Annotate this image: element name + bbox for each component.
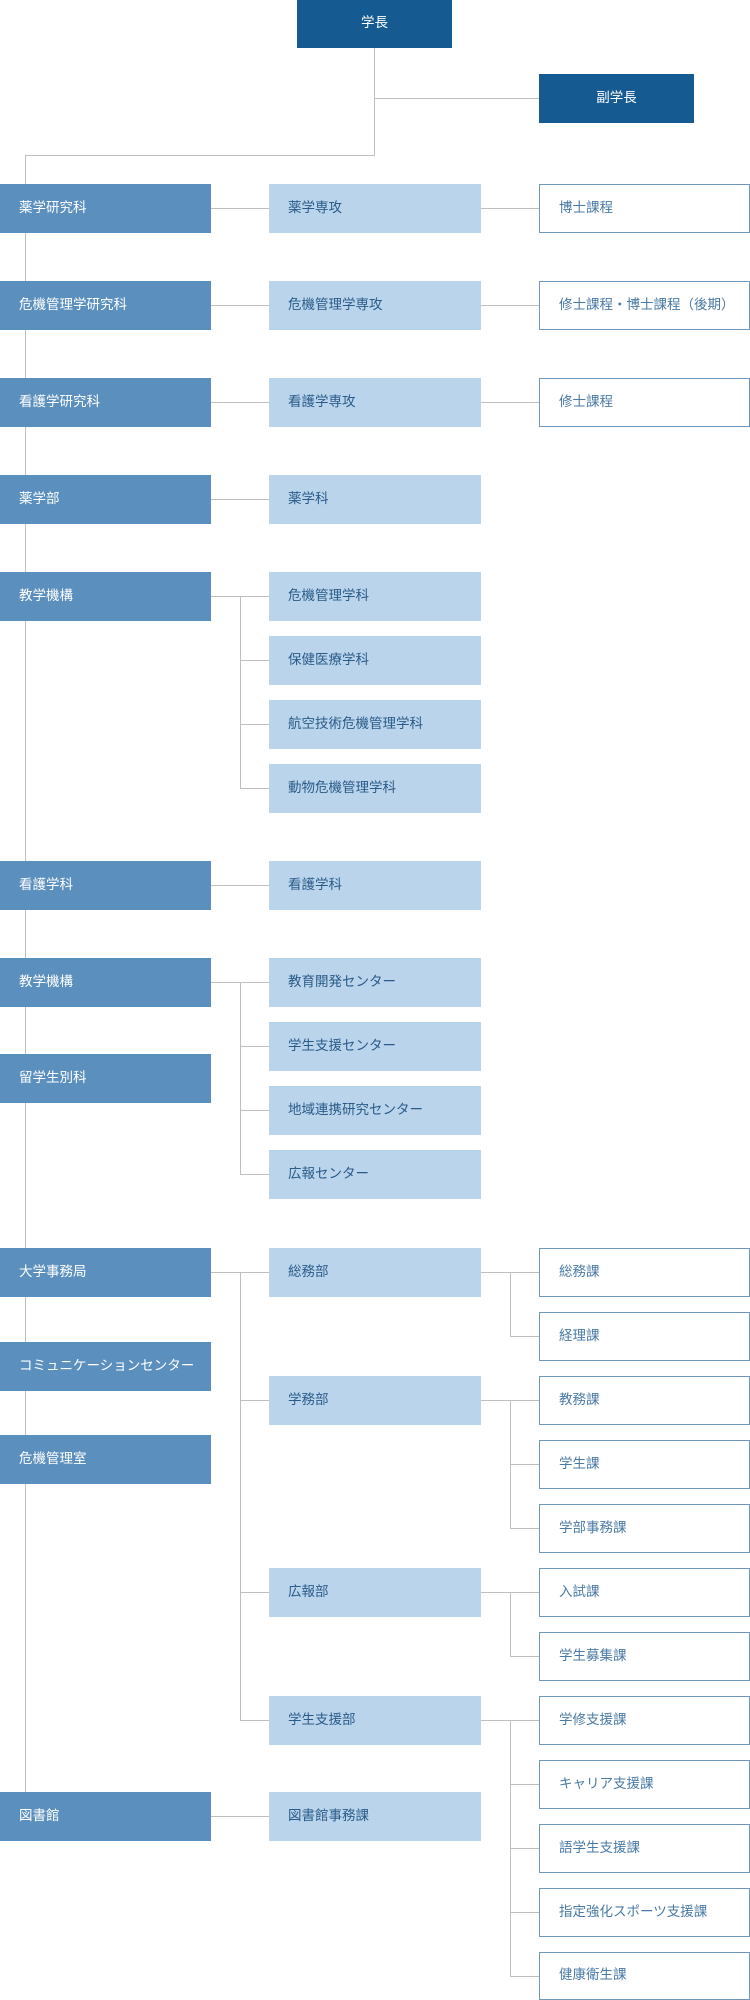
- connector-line: [510, 1912, 539, 1913]
- sub-unit[interactable]: 航空技術危機管理学科: [269, 700, 481, 749]
- connector-line: [240, 1720, 269, 1721]
- org-unit[interactable]: 危機管理室: [0, 1435, 211, 1484]
- sub-unit[interactable]: 看護学専攻: [269, 378, 481, 427]
- president-box[interactable]: 学長: [297, 0, 452, 48]
- section-box[interactable]: 指定強化スポーツ支援課: [539, 1888, 750, 1937]
- sub-unit[interactable]: 薬学科: [269, 475, 481, 524]
- connector-line: [211, 1816, 269, 1817]
- section-box[interactable]: 経理課: [539, 1312, 750, 1361]
- org-unit[interactable]: 教学機構: [0, 958, 211, 1007]
- connector-line: [510, 1592, 511, 1656]
- section-box[interactable]: 総務課: [539, 1248, 750, 1297]
- connector-line: [510, 1656, 539, 1657]
- connector-line: [240, 982, 241, 1174]
- section-box[interactable]: 修士課程: [539, 378, 750, 427]
- sub-unit[interactable]: 地域連携研究センター: [269, 1086, 481, 1135]
- connector-line: [510, 1848, 539, 1849]
- connector-line: [481, 208, 539, 209]
- sub-unit[interactable]: 教育開発センター: [269, 958, 481, 1007]
- connector-line: [374, 48, 375, 155]
- connector-line: [211, 402, 269, 403]
- sub-unit[interactable]: 広報部: [269, 1568, 481, 1617]
- sub-unit[interactable]: 学務部: [269, 1376, 481, 1425]
- connector-line: [510, 1784, 539, 1785]
- section-box[interactable]: 教務課: [539, 1376, 750, 1425]
- sub-unit[interactable]: 総務部: [269, 1248, 481, 1297]
- sub-unit[interactable]: 薬学専攻: [269, 184, 481, 233]
- section-box[interactable]: 入試課: [539, 1568, 750, 1617]
- sub-unit[interactable]: 図書館事務課: [269, 1792, 481, 1841]
- section-box[interactable]: 修士課程・博士課程（後期）: [539, 281, 750, 330]
- sub-unit[interactable]: 動物危機管理学科: [269, 764, 481, 813]
- connector-line: [510, 1336, 539, 1337]
- org-unit[interactable]: 大学事務局: [0, 1248, 211, 1297]
- connector-line: [510, 1272, 511, 1336]
- connector-line: [240, 788, 269, 789]
- sub-unit[interactable]: 看護学科: [269, 861, 481, 910]
- org-unit[interactable]: 看護学研究科: [0, 378, 211, 427]
- connector-line: [240, 1110, 269, 1111]
- connector-line: [211, 208, 269, 209]
- connector-line: [510, 1464, 539, 1465]
- sub-unit[interactable]: 保健医療学科: [269, 636, 481, 685]
- section-box[interactable]: 健康衛生課: [539, 1952, 750, 2000]
- sub-unit[interactable]: 危機管理学専攻: [269, 281, 481, 330]
- section-box[interactable]: キャリア支援課: [539, 1760, 750, 1809]
- connector-line: [240, 1272, 241, 1721]
- connector-line: [240, 724, 269, 725]
- connector-line: [240, 1046, 269, 1047]
- org-unit[interactable]: 教学機構: [0, 572, 211, 621]
- org-unit[interactable]: 看護学科: [0, 861, 211, 910]
- org-unit[interactable]: 危機管理学研究科: [0, 281, 211, 330]
- org-unit[interactable]: 薬学部: [0, 475, 211, 524]
- section-box[interactable]: 語学生支援課: [539, 1824, 750, 1873]
- sub-unit[interactable]: 学生支援センター: [269, 1022, 481, 1071]
- connector-line: [211, 499, 269, 500]
- connector-line: [211, 885, 269, 886]
- sub-unit[interactable]: 危機管理学科: [269, 572, 481, 621]
- connector-line: [510, 1976, 539, 1977]
- connector-line: [240, 596, 241, 788]
- connector-line: [240, 1400, 269, 1401]
- connector-line: [240, 1592, 269, 1593]
- section-box[interactable]: 学生課: [539, 1440, 750, 1489]
- sub-unit[interactable]: 広報センター: [269, 1150, 481, 1199]
- connector-line: [374, 98, 540, 99]
- connector-line: [510, 1528, 539, 1529]
- connector-line: [25, 155, 375, 156]
- connector-line: [481, 402, 539, 403]
- section-box[interactable]: 学生募集課: [539, 1632, 750, 1681]
- org-unit[interactable]: 留学生別科: [0, 1054, 211, 1103]
- section-box[interactable]: 学部事務課: [539, 1504, 750, 1553]
- connector-line: [240, 1174, 269, 1175]
- connector-line: [211, 305, 269, 306]
- connector-line: [240, 660, 269, 661]
- section-box[interactable]: 学修支援課: [539, 1696, 750, 1745]
- section-box[interactable]: 博士課程: [539, 184, 750, 233]
- vice-president-box[interactable]: 副学長: [539, 74, 694, 123]
- org-unit[interactable]: 薬学研究科: [0, 184, 211, 233]
- sub-unit[interactable]: 学生支援部: [269, 1696, 481, 1745]
- connector-line: [481, 305, 539, 306]
- org-unit[interactable]: 図書館: [0, 1792, 211, 1841]
- org-unit[interactable]: コミュニケーションセンター: [0, 1342, 211, 1391]
